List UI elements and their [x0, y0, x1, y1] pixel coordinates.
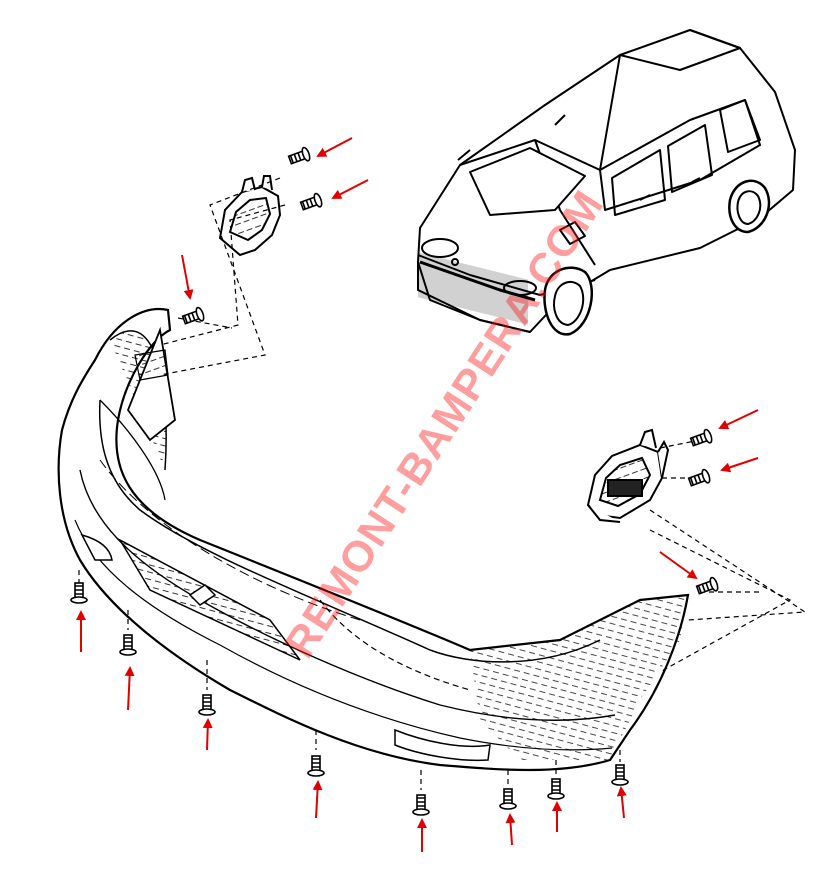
arrow-icon — [202, 718, 213, 751]
arrow-icon — [505, 813, 516, 846]
screw-icon — [611, 764, 629, 786]
screw-icon — [70, 582, 88, 604]
screw-icon — [119, 634, 137, 656]
leader-lines — [78, 177, 807, 790]
screw-icon — [299, 192, 323, 211]
screw-icon — [689, 428, 713, 447]
screw-icon — [687, 468, 711, 487]
arrow-icon — [316, 137, 353, 157]
screw-icon — [307, 755, 325, 777]
screw-icon — [547, 778, 565, 800]
front-bumper — [57, 308, 690, 772]
screw-icon — [695, 576, 719, 595]
minivan-illustration — [417, 29, 796, 336]
screw-icon — [287, 146, 311, 165]
arrow-icon — [718, 409, 759, 430]
arrow-icon — [720, 457, 759, 473]
arrow-icon — [616, 786, 627, 819]
minivan-bumper-highlight — [418, 252, 528, 325]
arrow-icon — [659, 551, 698, 580]
arrow-icon — [331, 179, 369, 199]
right-upper-bracket — [586, 428, 670, 523]
indicator-arrows — [76, 137, 759, 852]
screw-icon — [412, 794, 430, 816]
arrow-icon — [124, 666, 135, 711]
fastener-screws — [70, 146, 719, 816]
arrow-icon — [312, 780, 323, 819]
screw-icon — [499, 788, 517, 810]
arrow-icon — [181, 254, 194, 300]
screw-icon — [198, 694, 216, 716]
screw-icon — [181, 306, 205, 325]
left-upper-bracket — [218, 175, 282, 257]
